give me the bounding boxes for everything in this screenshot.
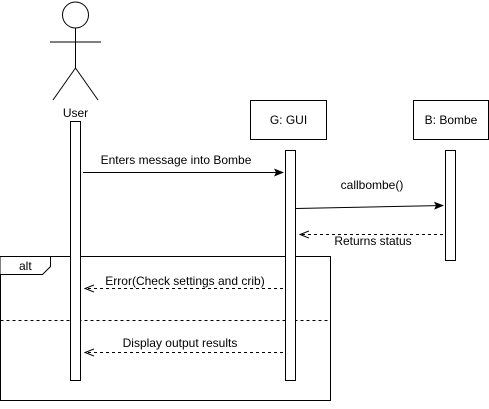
message-error: Error(Check settings and crib) <box>85 274 283 289</box>
message-callbombe: callbombe() <box>295 178 444 210</box>
alt-fragment: alt <box>0 256 331 401</box>
bombe-activation-bar <box>445 150 456 261</box>
gui-actor-label: G: GUI <box>270 113 307 127</box>
user-stick-figure-icon <box>50 1 101 101</box>
bombe-actor-label: B: Bombe <box>425 113 478 127</box>
message-label: Error(Check settings and crib) <box>105 274 264 288</box>
message-returns-status: Returns status <box>300 234 443 248</box>
message-label: Display output results <box>123 336 238 350</box>
user-actor-label: User <box>63 106 88 120</box>
gui-activation-bar <box>285 150 296 381</box>
message-label: callbombe() <box>341 178 404 192</box>
message-display-output: Display output results <box>85 336 283 353</box>
user-activation-bar <box>70 121 81 381</box>
message-label: Enters message into Bombe <box>101 153 252 167</box>
alt-operator-label: alt <box>19 259 32 273</box>
message-label: Returns status <box>334 234 411 248</box>
message-enters-message: Enters message into Bombe <box>83 153 284 177</box>
user-actor: User <box>50 1 101 120</box>
alt-operator-tab <box>0 256 51 275</box>
alt-fragment-frame <box>0 256 331 401</box>
message-arrow <box>295 201 444 210</box>
gui-lifeline-head: G: GUI <box>250 100 327 140</box>
bombe-actor-box <box>413 100 489 140</box>
bombe-lifeline-head: B: Bombe <box>413 100 489 140</box>
gui-actor-box <box>250 100 327 140</box>
